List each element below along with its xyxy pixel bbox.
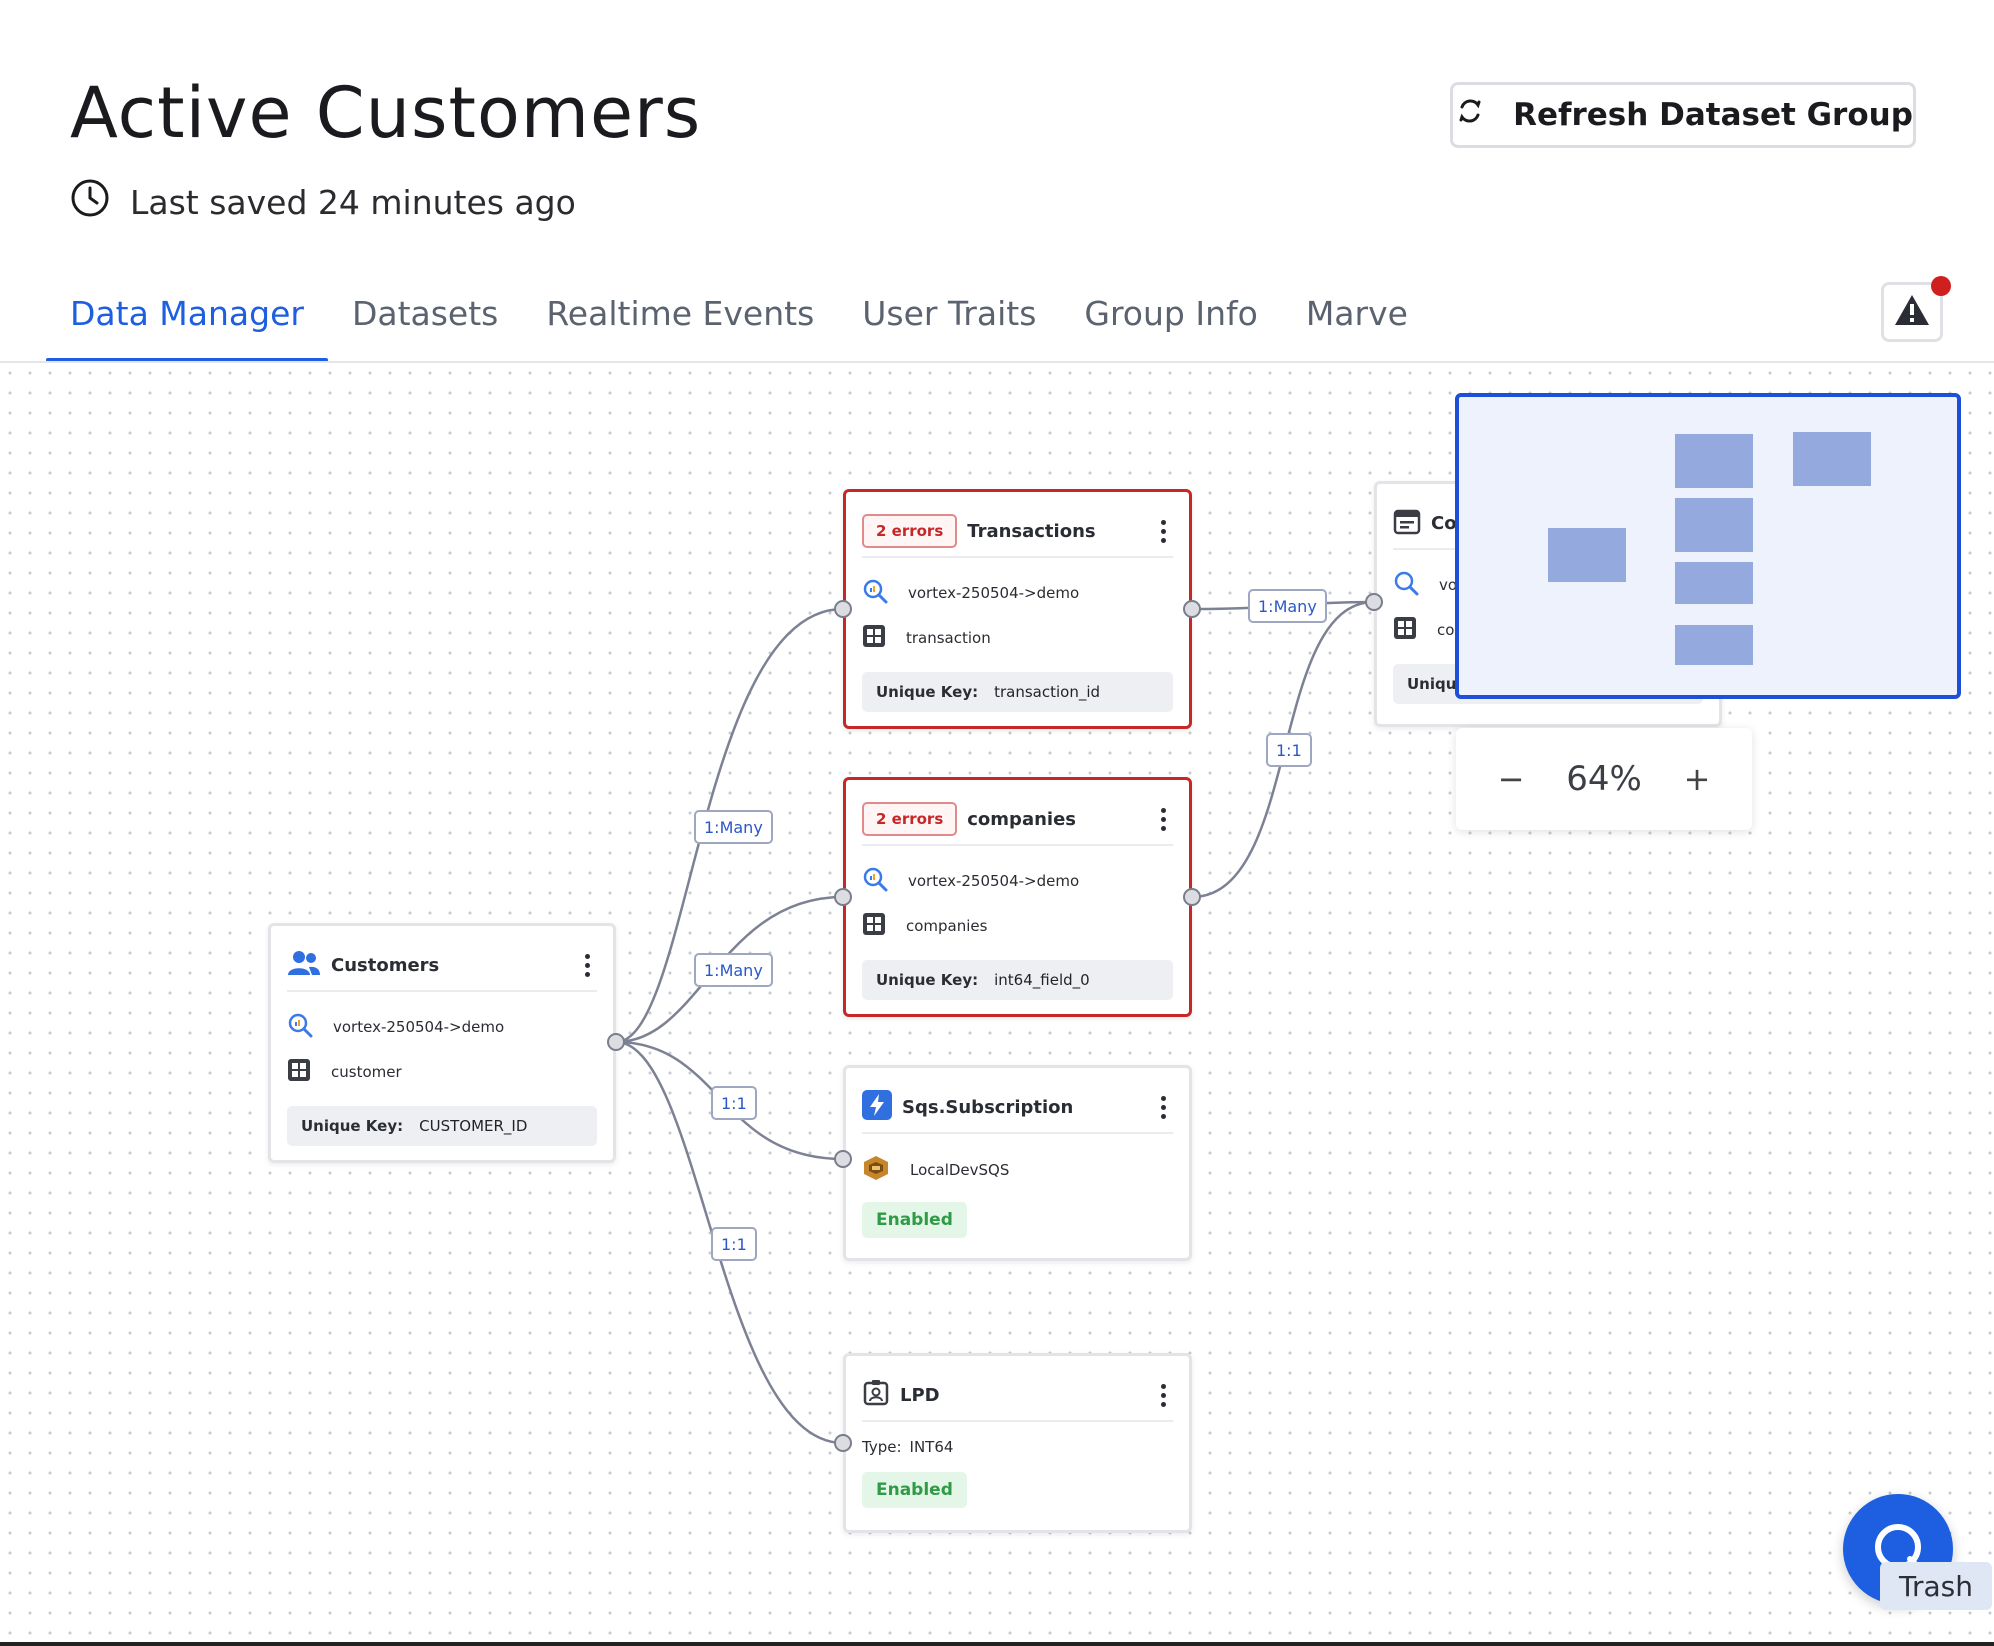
- source-row: vo: [1393, 570, 1457, 600]
- refresh-dataset-group-button[interactable]: Refresh Dataset Group: [1450, 82, 1916, 148]
- window-bottom-edge: [0, 1642, 1994, 1646]
- node-title: LPD: [900, 1384, 940, 1406]
- edge-label[interactable]: 1:Many: [1248, 589, 1327, 623]
- tab-group-info[interactable]: Group Info: [1084, 294, 1258, 333]
- status-badge: Enabled: [862, 1202, 967, 1238]
- edge-label[interactable]: 1:1: [711, 1086, 757, 1120]
- connector-handle[interactable]: [1365, 593, 1383, 611]
- table-grid-icon: [287, 1058, 311, 1086]
- connector-handle[interactable]: [1183, 888, 1201, 906]
- unique-key: Unique Key: CUSTOMER_ID: [287, 1106, 597, 1146]
- node-lpd[interactable]: LPD Type: INT64 Enabled: [843, 1353, 1192, 1533]
- tab-bar: Data Manager Datasets Realtime Events Us…: [46, 270, 1432, 362]
- node-header: Customers: [287, 940, 597, 992]
- minimap-node: [1548, 528, 1626, 582]
- table-row: co: [1393, 616, 1454, 644]
- connector-handle[interactable]: [834, 1434, 852, 1452]
- clock-icon: [70, 178, 110, 226]
- tab-datasets[interactable]: Datasets: [351, 294, 499, 333]
- connector-handle[interactable]: [834, 600, 852, 618]
- search-data-icon: [287, 1012, 313, 1042]
- connector-handle[interactable]: [834, 888, 852, 906]
- more-menu-icon[interactable]: [1159, 1095, 1167, 1119]
- calendar-icon: [1393, 507, 1421, 539]
- more-menu-icon[interactable]: [1159, 807, 1167, 831]
- table-grid-icon: [1393, 616, 1417, 644]
- tab-marve[interactable]: Marve: [1305, 294, 1408, 333]
- aws-sqs-icon: [862, 1154, 890, 1186]
- source-row: vortex-250504->demo: [862, 866, 1079, 896]
- more-menu-icon[interactable]: [1159, 519, 1167, 543]
- zoom-in-button[interactable]: +: [1683, 760, 1711, 798]
- notification-dot: [1931, 276, 1951, 296]
- node-header: LPD: [862, 1370, 1173, 1422]
- node-title: Co: [1431, 512, 1457, 534]
- search-data-icon: [862, 578, 888, 608]
- search-data-icon: [862, 866, 888, 896]
- zoom-level: 64%: [1566, 759, 1642, 799]
- minimap[interactable]: [1455, 393, 1961, 699]
- table-row: companies: [862, 912, 987, 940]
- more-menu-icon[interactable]: [583, 953, 591, 977]
- error-badge[interactable]: 2 errors: [862, 802, 958, 836]
- zoom-out-button[interactable]: −: [1497, 760, 1525, 798]
- minimap-node: [1675, 625, 1753, 665]
- edge-label[interactable]: 1:Many: [694, 810, 773, 844]
- node-customers[interactable]: Customers vortex-250504->demo customer U…: [268, 923, 616, 1163]
- id-badge-icon: [862, 1379, 890, 1411]
- search-data-icon: [1393, 570, 1419, 600]
- source-row: vortex-250504->demo: [862, 578, 1079, 608]
- tabs-divider: [0, 361, 1994, 363]
- tab-user-traits[interactable]: User Traits: [862, 294, 1037, 333]
- node-sqs-subscription[interactable]: Sqs.Subscription LocalDevSQS Enabled: [843, 1065, 1192, 1261]
- node-title: Customers: [331, 954, 440, 976]
- source-row: vortex-250504->demo: [287, 1012, 504, 1042]
- node-companies[interactable]: 2 errors companies vortex-250504->demo c…: [843, 777, 1192, 1017]
- node-header: Sqs.Subscription: [862, 1082, 1173, 1134]
- minimap-node: [1675, 434, 1753, 488]
- minimap-node: [1675, 498, 1753, 552]
- tab-data-manager[interactable]: Data Manager: [46, 270, 328, 362]
- connector-handle[interactable]: [1183, 600, 1201, 618]
- warning-icon: [1893, 293, 1931, 331]
- more-menu-icon[interactable]: [1159, 1383, 1167, 1407]
- refresh-label: Refresh Dataset Group: [1513, 97, 1913, 133]
- minimap-node: [1793, 432, 1871, 486]
- connector-handle[interactable]: [834, 1150, 852, 1168]
- type-row: Type: INT64: [862, 1438, 954, 1456]
- edge-label[interactable]: 1:Many: [694, 953, 773, 987]
- node-header: 2 errors companies: [862, 794, 1173, 846]
- page-title: Active Customers: [70, 72, 702, 154]
- unique-key: Unique Key: transaction_id: [862, 672, 1173, 712]
- lightning-icon: [862, 1090, 892, 1124]
- error-badge[interactable]: 2 errors: [862, 514, 958, 548]
- minimap-node: [1675, 562, 1753, 604]
- unique-key: Unique Key: int64_field_0: [862, 960, 1173, 1000]
- table-row: transaction: [862, 624, 991, 652]
- edge-label[interactable]: 1:1: [711, 1227, 757, 1261]
- last-saved: Last saved 24 minutes ago: [70, 178, 576, 226]
- node-title: Transactions: [967, 520, 1096, 542]
- connector-handle[interactable]: [607, 1033, 625, 1051]
- last-saved-text: Last saved 24 minutes ago: [130, 182, 576, 222]
- node-header: 2 errors Transactions: [862, 506, 1173, 558]
- table-row: customer: [287, 1058, 402, 1086]
- edge-label[interactable]: 1:1: [1266, 733, 1312, 767]
- source-row: LocalDevSQS: [862, 1154, 1009, 1186]
- status-badge: Enabled: [862, 1472, 967, 1508]
- table-grid-icon: [862, 624, 886, 652]
- refresh-icon: [1453, 94, 1487, 136]
- users-icon: [287, 948, 321, 982]
- zoom-controls: − 64% +: [1456, 728, 1752, 830]
- table-grid-icon: [862, 912, 886, 940]
- tab-realtime-events[interactable]: Realtime Events: [546, 294, 815, 333]
- node-transactions[interactable]: 2 errors Transactions vortex-250504->dem…: [843, 489, 1192, 729]
- trash-drop-zone[interactable]: Trash: [1880, 1562, 1992, 1610]
- node-title: companies: [967, 808, 1076, 830]
- node-title: Sqs.Subscription: [902, 1096, 1074, 1118]
